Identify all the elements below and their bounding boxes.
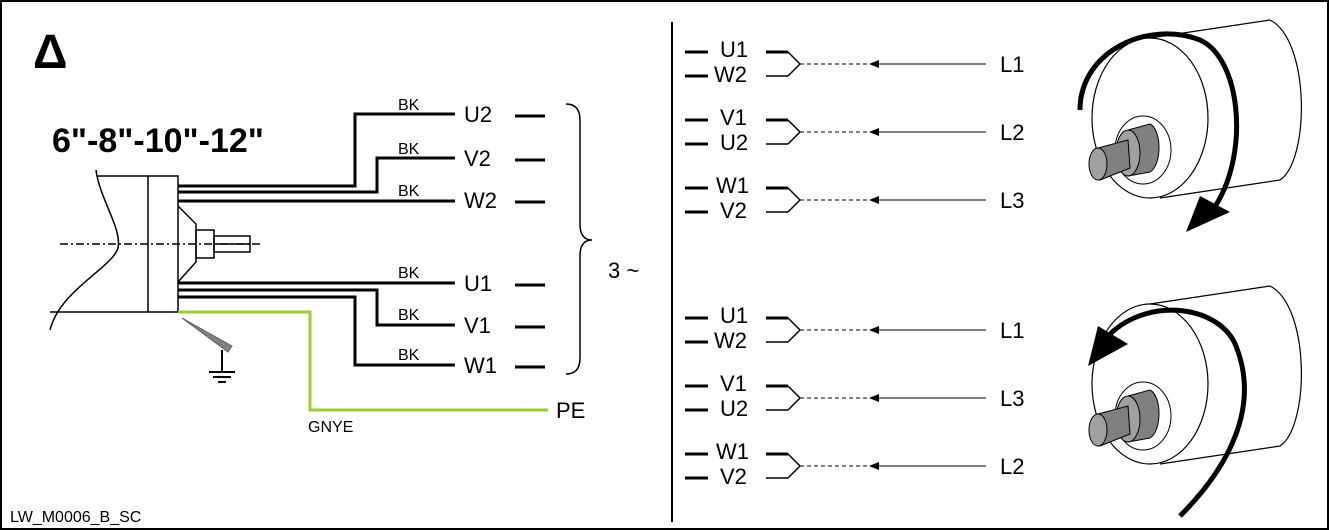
motor-housing <box>49 169 260 331</box>
arrowhead-icon <box>1186 196 1230 232</box>
terminal-w1: W1 <box>464 353 497 378</box>
pair-upper-3: W1 V2 L3 <box>685 173 1024 223</box>
connection-group-upper: U1 W2 L1 V1 U2 L2 W1 V2 <box>685 37 1024 223</box>
terminal-brace <box>565 103 593 375</box>
pair-top-label: V1 <box>720 105 747 130</box>
wire-color-w2: BK <box>398 183 420 200</box>
pair-top-label: U1 <box>720 303 748 328</box>
wire-color-w1: BK <box>398 347 420 364</box>
terminal-v1: V1 <box>464 313 491 338</box>
terminal-dashes <box>515 114 545 369</box>
supply-label: 3 ~ <box>608 258 639 283</box>
motor-counterclockwise <box>1088 285 1302 518</box>
motor-size-label: 6"-8"-10"-12" <box>52 122 264 160</box>
pair-top-label: V1 <box>720 371 747 396</box>
pair-top-label: W1 <box>716 173 749 198</box>
pair-upper-1: U1 W2 L1 <box>685 37 1024 87</box>
line-label: L3 <box>1000 188 1024 213</box>
pair-bottom-label: V2 <box>720 464 747 489</box>
pair-upper-2: V1 U2 L2 <box>685 105 1024 155</box>
line-label: L1 <box>1000 52 1024 77</box>
terminal-w2: W2 <box>464 188 497 213</box>
terminal-v2: V2 <box>464 146 491 171</box>
pair-bottom-label: U2 <box>720 396 748 421</box>
terminal-u2: U2 <box>464 102 492 127</box>
connection-group-lower: U1 W2 L1 V1 U2 L3 W1 V2 <box>685 303 1024 489</box>
shaft-icon <box>1088 123 1160 181</box>
pair-top-label: U1 <box>720 37 748 62</box>
pair-bottom-label: W2 <box>714 328 747 353</box>
footer-code: LW_M0006_B_SC <box>10 509 141 526</box>
wire-color-v2: BK <box>398 141 420 158</box>
shaft-icon <box>1088 389 1160 447</box>
ground-wire-gnye <box>178 310 548 412</box>
terminal-u1: U1 <box>464 271 492 296</box>
ground-icon <box>181 317 235 383</box>
line-label: L3 <box>1000 386 1024 411</box>
line-label: L2 <box>1000 454 1024 479</box>
motor-clockwise <box>1077 19 1302 232</box>
wire-color-u1: BK <box>398 265 420 282</box>
arrowhead-icon <box>1088 326 1128 366</box>
pair-lower-3: W1 V2 L2 <box>685 439 1024 489</box>
pair-top-label: W1 <box>716 439 749 464</box>
pair-bottom-label: U2 <box>720 130 748 155</box>
gnye-label: GNYE <box>308 419 353 436</box>
delta-symbol: Δ <box>33 26 68 79</box>
rotation-arrow-counterclockwise-icon <box>1108 307 1247 518</box>
wires-bk <box>178 112 455 367</box>
pair-lower-2: V1 U2 L3 <box>685 371 1024 421</box>
wire-color-v1: BK <box>398 307 420 324</box>
line-label: L1 <box>1000 318 1024 343</box>
pair-bottom-label: W2 <box>714 62 747 87</box>
rotation-arrow-clockwise-icon <box>1077 31 1240 207</box>
line-label: L2 <box>1000 120 1024 145</box>
pair-lower-1: U1 W2 L1 <box>685 303 1024 353</box>
terminal-pe: PE <box>556 398 585 423</box>
pair-bottom-label: V2 <box>720 198 747 223</box>
wire-color-u2: BK <box>398 97 420 114</box>
